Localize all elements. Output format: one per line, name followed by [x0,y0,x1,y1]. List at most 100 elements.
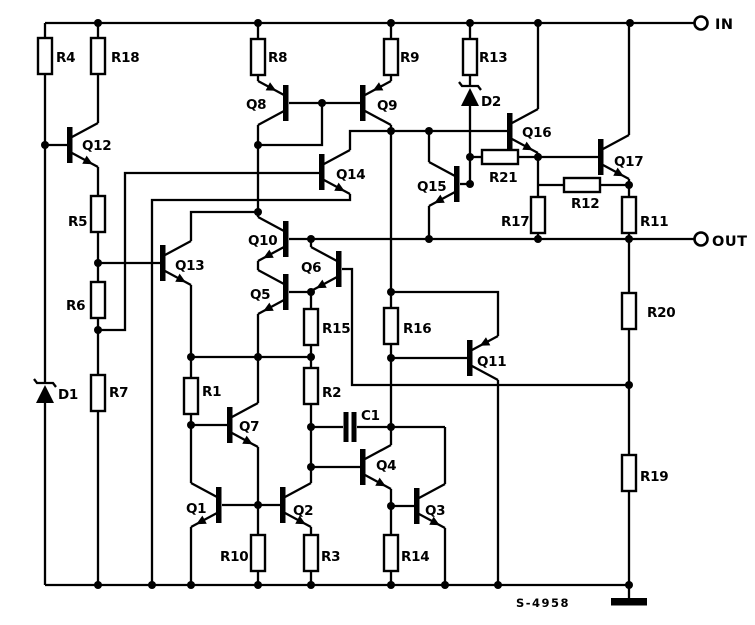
junction-dot [254,353,262,361]
junction-dot [94,259,102,267]
junction-dot [466,19,474,27]
junction-dot [307,423,315,431]
terminal-in-icon [693,15,709,31]
transistor-Q3-icon [414,488,420,524]
resistor-R21-icon [480,148,520,166]
transistor-Q2-lead [284,481,312,499]
resistor-R16-icon [382,306,400,346]
junction-dot [625,235,633,243]
transistor-Q11-emitter-arrow-icon [479,337,491,346]
resistor-R14-icon [382,533,400,573]
terminal-out-label: OUT [712,234,748,250]
resistor-R20-icon [620,291,638,331]
junction-dot [387,127,395,135]
transistor-Q13-icon [160,245,166,281]
transistor-Q15-icon [454,166,460,202]
resistor-R10-icon [249,533,267,573]
wire-segment [98,171,319,332]
transistor-Q16-emitter-arrow-icon [522,141,533,151]
transistor-Q7-label: Q7 [239,419,259,435]
transistor-Q15-lead [428,160,456,178]
resistor-R14-label: R14 [401,549,429,565]
terminal-in-label: IN [715,17,734,33]
resistor-R8-icon [249,37,267,77]
capacitor-C1-plate-icon [343,412,349,442]
transistor-Q1-emitter-arrow-icon [196,515,207,525]
transistor-Q5-emitter-arrow-icon [263,302,274,312]
junction-dot [254,501,262,509]
resistor-R13-icon [461,37,479,77]
transistor-Q8-emitter-arrow-icon [265,82,277,91]
transistor-Q9-emitter-arrow-icon [372,82,384,91]
transistor-Q10-emitter-arrow-icon [263,249,274,259]
junction-dot [387,19,395,27]
transistor-Q10-icon [283,221,289,257]
junction-dot [254,141,262,149]
transistor-Q9-label: Q9 [377,98,397,114]
resistor-R20-label: R20 [647,305,675,321]
resistor-R11-icon [620,195,638,235]
diode-D2-label: D2 [481,94,501,110]
junction-dot [534,235,542,243]
transistor-Q4-label: Q4 [376,458,396,474]
resistor-R4-label: R4 [56,50,75,66]
resistor-R18-label: R18 [111,50,139,66]
transistor-Q9-lead [364,109,392,127]
diode-D1-icon [36,385,54,403]
resistor-R12-icon [562,176,602,194]
transistor-Q14-icon [319,154,325,190]
transistor-Q15-emitter-arrow-icon [434,194,445,204]
transistor-Q13-label: Q13 [175,258,204,274]
junction-dot [41,141,49,149]
junction-dot [307,581,315,589]
junction-dot [441,581,449,589]
wire-segment [391,290,500,336]
resistor-R6-icon [89,280,107,320]
junction-dot [94,326,102,334]
resistor-R15-label: R15 [322,321,350,337]
resistor-R1-icon [182,376,200,416]
transistor-Q14-lead [323,148,351,166]
transistor-Q17-lead [602,133,630,151]
junction-dot [307,288,315,296]
transistor-Q5-lead [257,268,285,286]
resistor-R21-label: R21 [489,170,517,186]
junction-dot [387,288,395,296]
junction-dot [94,581,102,589]
transistor-Q4-icon [360,449,366,485]
junction-dot [494,581,502,589]
junction-dot [307,353,315,361]
resistor-R1-label: R1 [202,384,221,400]
junction-dot [187,421,195,429]
transistor-Q2-emitter-arrow-icon [295,515,306,525]
transistor-Q17-emitter-arrow-icon [613,167,624,177]
resistor-R3-icon [302,533,320,573]
transistor-Q6-icon [336,251,342,287]
junction-dot [254,581,262,589]
transistor-Q10-lead [257,215,285,233]
diode-D2-cathode [458,81,482,91]
transistor-Q16-label: Q16 [522,125,551,141]
junction-dot [625,181,633,189]
transistor-Q2-label: Q2 [293,503,313,519]
transistor-Q5-icon [283,274,289,310]
transistor-Q10-label: Q10 [248,233,277,249]
resistor-R5-label: R5 [68,214,87,230]
transistor-Q11-label: Q11 [477,354,506,370]
wire-segment [150,194,352,585]
resistor-R12-label: R12 [571,196,599,212]
transistor-Q8-icon [283,85,289,121]
transistor-Q6-label: Q6 [301,260,321,276]
transistor-Q2-icon [280,487,286,523]
transistor-Q4-lead [364,443,392,461]
junction-dot [387,581,395,589]
resistor-R15-icon [302,307,320,347]
transistor-Q12-emitter-arrow-icon [82,155,93,165]
transistor-Q5-label: Q5 [250,287,270,303]
junction-dot [148,581,156,589]
transistor-Q3-emitter-arrow-icon [429,516,440,526]
transistor-Q11-lead [471,364,499,382]
junction-dot [534,153,542,161]
terminal-out-icon [693,231,709,247]
